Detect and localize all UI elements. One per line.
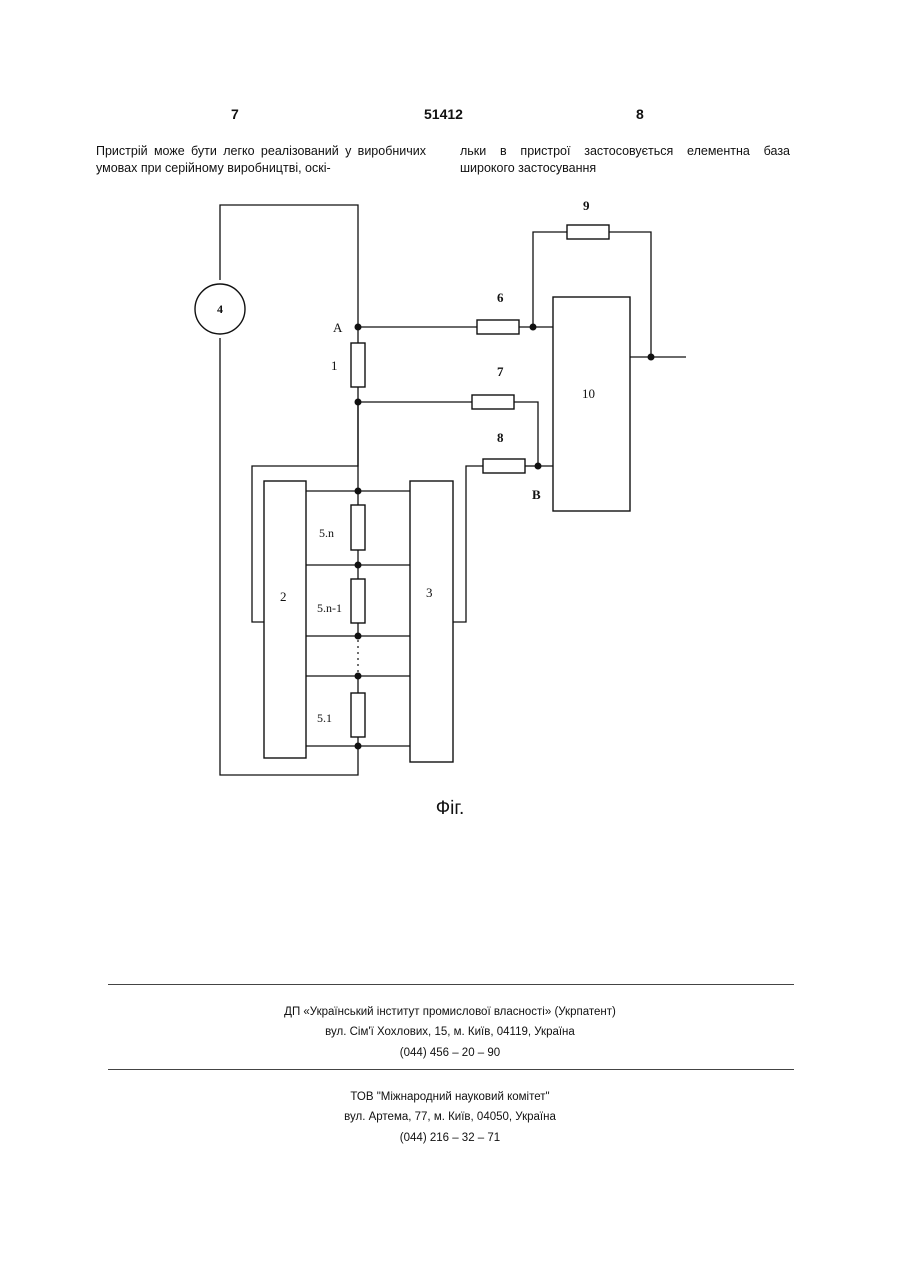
footer-org1-address: вул. Сім'ї Хохлових, 15, м. Київ, 04119,… (0, 1026, 900, 1038)
footer-org1-name: ДП «Український інститут промислової вла… (0, 1006, 900, 1018)
figure-caption: Фіг. (0, 798, 900, 820)
footer-divider-top (108, 984, 794, 985)
footer-divider-bottom (108, 1069, 794, 1070)
resistor-51 (351, 693, 365, 737)
junction-bus-4 (355, 673, 362, 680)
junction-bus-1 (355, 488, 362, 495)
resistor-1 (351, 343, 365, 387)
junction-bus-5 (355, 743, 362, 750)
label-block-4: 4 (217, 302, 223, 316)
label-block-3: 3 (426, 585, 433, 600)
footer-org1-phone: (044) 456 – 20 – 90 (0, 1047, 900, 1059)
junction-node-a (355, 324, 362, 331)
label-block-2: 2 (280, 589, 287, 604)
label-resistor-51: 5.1 (317, 711, 332, 725)
resistor-5n1 (351, 579, 365, 623)
label-node-a: A (333, 320, 343, 335)
resistor-6 (477, 320, 519, 334)
label-resistor-5n: 5.n (319, 526, 334, 540)
footer-org2-name: ТОВ "Міжнародний науковий комітет" (0, 1091, 900, 1103)
block-2 (264, 481, 306, 758)
footer-org2-phone: (044) 216 – 32 – 71 (0, 1132, 900, 1144)
label-block-10: 10 (582, 386, 595, 401)
wire-block3-to-r8 (453, 466, 483, 622)
resistor-7 (472, 395, 514, 409)
label-resistor-8: 8 (497, 430, 504, 445)
junction-r1-bottom (355, 399, 362, 406)
label-resistor-9: 9 (583, 198, 590, 213)
blocks (195, 284, 630, 762)
label-resistor-5n1: 5.n-1 (317, 601, 342, 615)
junction-bus-3 (355, 633, 362, 640)
junction-r6-r9 (530, 324, 537, 331)
block-10 (553, 297, 630, 511)
wire-r7-to-node-b (514, 402, 553, 466)
label-resistor-6: 6 (497, 290, 504, 305)
resistor-5n (351, 505, 365, 550)
junction-node-b (535, 463, 542, 470)
label-node-b: B (532, 487, 541, 502)
junction-bus-2 (355, 562, 362, 569)
block-3 (410, 481, 453, 762)
label-resistor-1: 1 (331, 358, 338, 373)
footer-org2-address: вул. Артема, 77, м. Київ, 04050, Україна (0, 1111, 900, 1123)
wire-top-loop (220, 205, 358, 491)
label-resistor-7: 7 (497, 364, 504, 379)
junction-output (648, 354, 655, 361)
resistor-8 (483, 459, 525, 473)
resistor-9 (567, 225, 609, 239)
